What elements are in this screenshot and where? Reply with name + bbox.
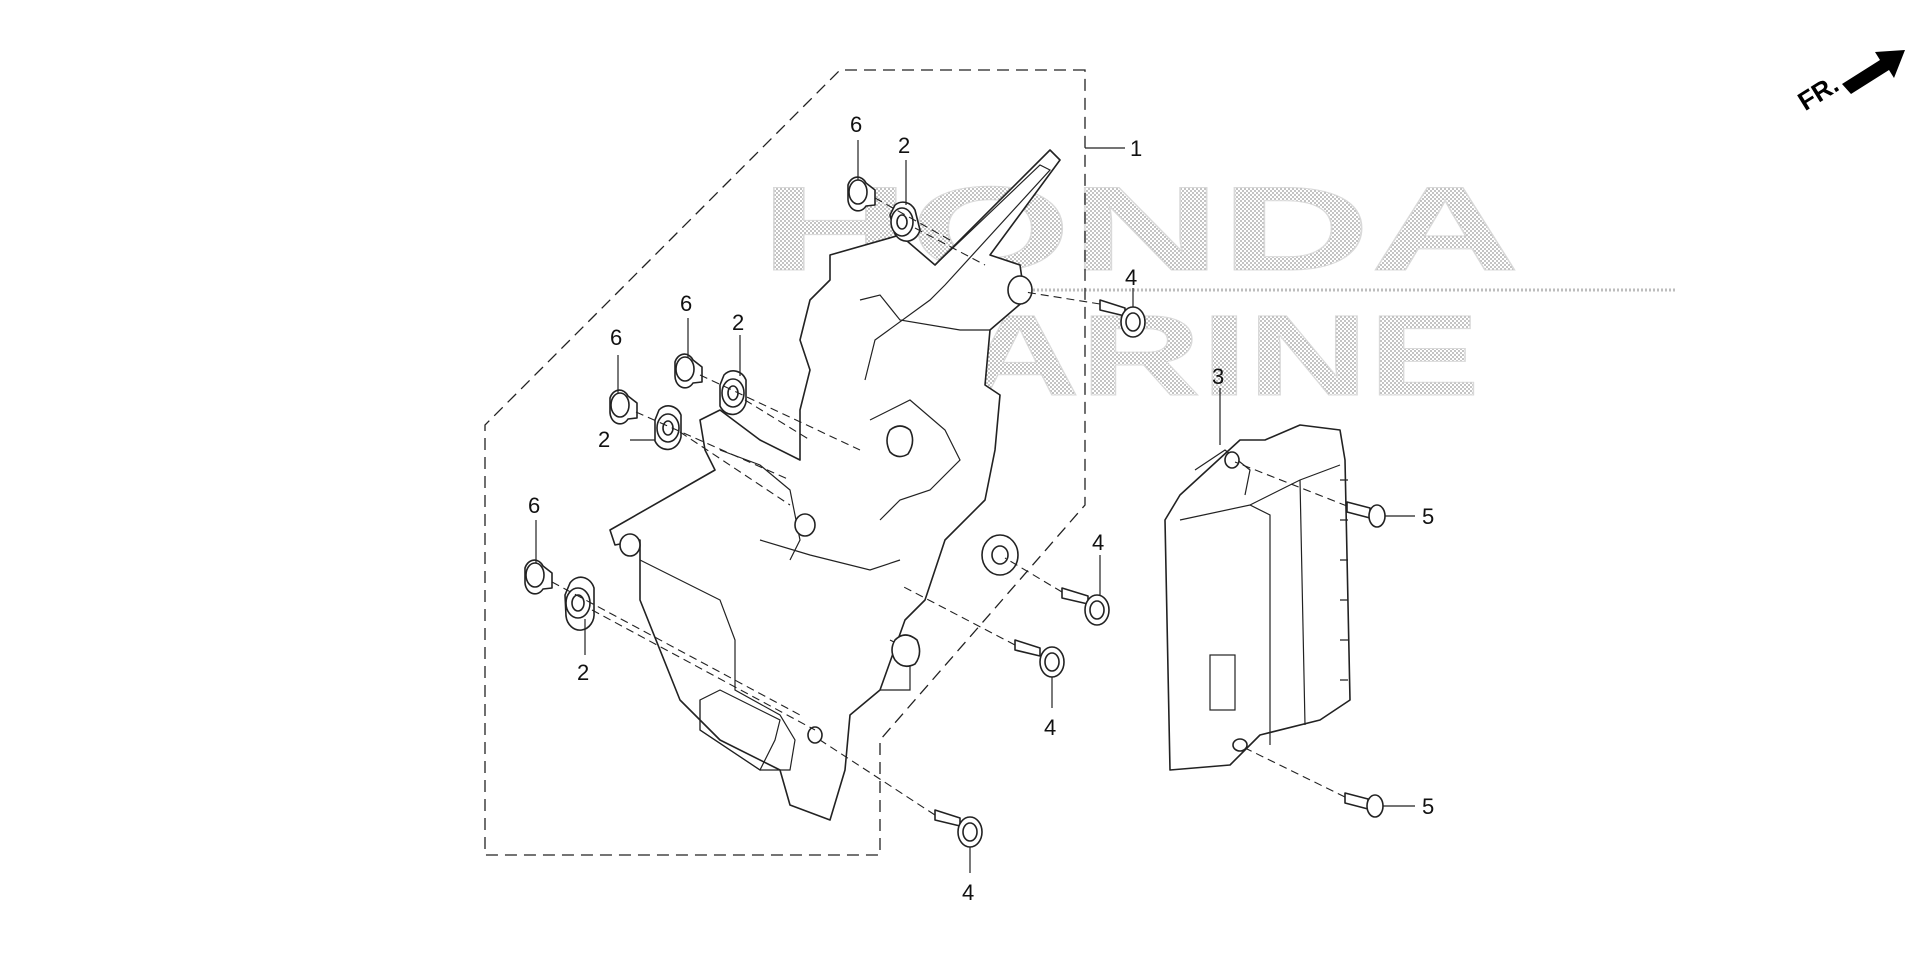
grommet-c xyxy=(654,405,682,451)
control-module-connector-ribs xyxy=(1340,479,1348,681)
collar-parts xyxy=(524,176,876,595)
screw-a xyxy=(1346,501,1386,528)
collar-b xyxy=(674,353,703,389)
callout-part-1: 1 xyxy=(1130,136,1142,161)
callout-part-2-top: 2 xyxy=(898,133,910,158)
assembly-boundary xyxy=(484,69,1086,856)
callout-part-5-upper: 5 xyxy=(1422,504,1434,529)
callout-part-2-bottom: 2 xyxy=(577,660,589,685)
leader-lines xyxy=(535,140,1415,873)
bracket-assembly xyxy=(609,149,1061,821)
callout-part-6-bottom: 6 xyxy=(528,493,540,518)
control-module-mount-hole-upper xyxy=(1224,451,1240,469)
control-module-mount-hole-lower xyxy=(1232,738,1248,752)
bracket-inner-wall xyxy=(859,294,990,521)
bracket-boss-lower xyxy=(891,634,921,668)
callout-part-6-top: 6 xyxy=(850,112,862,137)
callout-labels: 1 2 2 2 2 3 4 4 4 4 5 5 6 6 6 6 xyxy=(528,112,1434,905)
grommet-a xyxy=(889,201,921,242)
bracket-grommet-seat-hole xyxy=(991,545,1009,565)
callout-part-4-bottom: 4 xyxy=(962,880,974,905)
bracket-mount-hole-lower xyxy=(807,726,823,744)
flange-bolt-d xyxy=(934,809,983,848)
grommet-b xyxy=(719,370,747,416)
callout-part-3: 3 xyxy=(1212,364,1224,389)
control-module-body xyxy=(1164,424,1351,771)
screw-b xyxy=(1344,792,1384,818)
bracket-mount-hole-upper xyxy=(1007,275,1033,305)
callout-part-2-mid: 2 xyxy=(732,310,744,335)
screw-parts xyxy=(1344,501,1386,818)
collar-a xyxy=(847,176,876,212)
front-direction-arrow-icon xyxy=(1842,50,1905,94)
grommet-parts xyxy=(564,201,921,631)
direction-label: FR. xyxy=(1792,69,1843,117)
callout-part-4-mid: 4 xyxy=(1044,715,1056,740)
callout-part-6-left: 6 xyxy=(610,325,622,350)
flange-bolt-c xyxy=(1014,639,1065,678)
bracket-lower-tab xyxy=(699,689,781,771)
bracket-mount-hole-mid xyxy=(794,513,816,537)
grommet-d xyxy=(564,576,595,631)
control-module-face xyxy=(1179,464,1341,745)
control-module xyxy=(1164,424,1351,771)
control-module-label-plate xyxy=(1209,654,1236,711)
callout-part-6-mid: 6 xyxy=(680,291,692,316)
collar-c xyxy=(609,389,638,425)
flange-bolt-b xyxy=(1061,587,1110,626)
front-direction-indicator: FR. xyxy=(1792,50,1905,117)
bracket-boss-upper xyxy=(886,425,914,458)
flange-bolt-a xyxy=(1099,299,1146,338)
callout-part-5-lower: 5 xyxy=(1422,794,1434,819)
callout-part-4-top: 4 xyxy=(1125,265,1137,290)
bracket-mount-hole-left xyxy=(619,533,641,557)
callout-part-4-right: 4 xyxy=(1092,530,1104,555)
bracket-top-flange xyxy=(864,164,1051,381)
collar-d xyxy=(524,559,553,595)
callout-part-2-left: 2 xyxy=(598,427,610,452)
assembly-guide-lines xyxy=(551,197,1348,816)
